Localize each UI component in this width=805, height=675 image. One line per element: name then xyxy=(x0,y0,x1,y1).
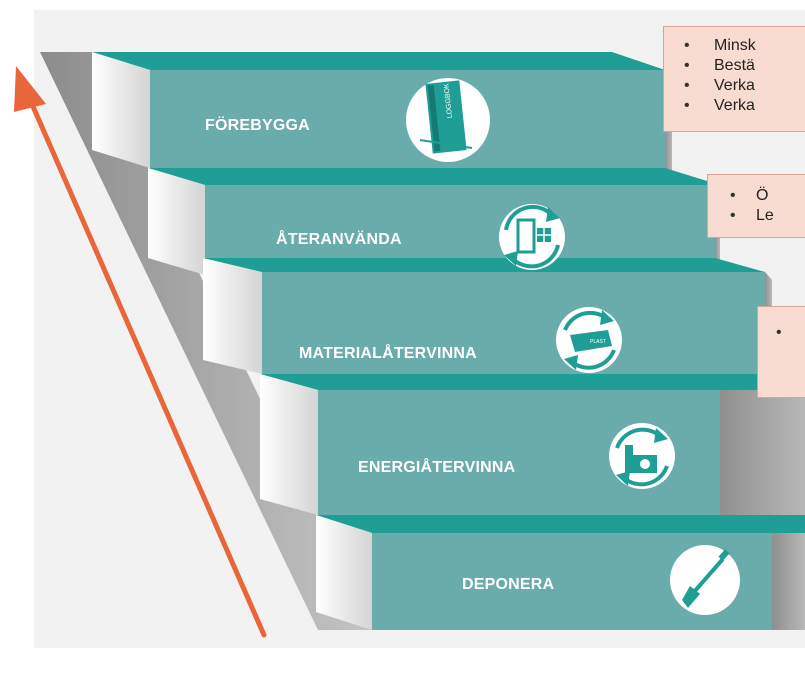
door-window-reuse-icon xyxy=(499,204,565,270)
energy-plant-recycle-icon xyxy=(609,423,675,489)
step-label-forebygga: FÖREBYGGA xyxy=(205,117,310,134)
svg-text:PLAST: PLAST xyxy=(590,339,606,345)
step-label-materialatervinna: MATERIALÅTERVINNA xyxy=(299,345,477,362)
step-3 xyxy=(203,258,772,382)
note-item: Bestä xyxy=(664,56,805,76)
step-4 xyxy=(260,374,805,522)
note-item: Verka xyxy=(664,76,805,96)
note-box-materialatervinna xyxy=(757,306,805,398)
step-label-energiatervinna: ENERGIÅTERVINNA xyxy=(358,459,516,476)
upward-arrow xyxy=(14,66,267,638)
note-item: Ö xyxy=(708,186,805,206)
shovel-icon xyxy=(670,545,740,615)
svg-text:LOGGBOK: LOGGBOK xyxy=(443,83,454,119)
note-item: Le xyxy=(708,206,805,226)
logbook-icon: LOGGBOK xyxy=(406,78,490,162)
note-item: Verka xyxy=(664,96,805,116)
note-item: Minsk xyxy=(664,36,805,56)
plastic-recycle-icon: PLAST xyxy=(556,307,622,373)
note-box-forebygga: Minsk Bestä Verka Verka xyxy=(663,26,805,132)
step-label-deponera: DEPONERA xyxy=(462,576,555,593)
step-1 xyxy=(92,52,672,175)
step-label-ateranvanda: ÅTERANVÄNDA xyxy=(276,231,402,248)
note-box-ateranvanda: Ö Le xyxy=(707,174,805,238)
